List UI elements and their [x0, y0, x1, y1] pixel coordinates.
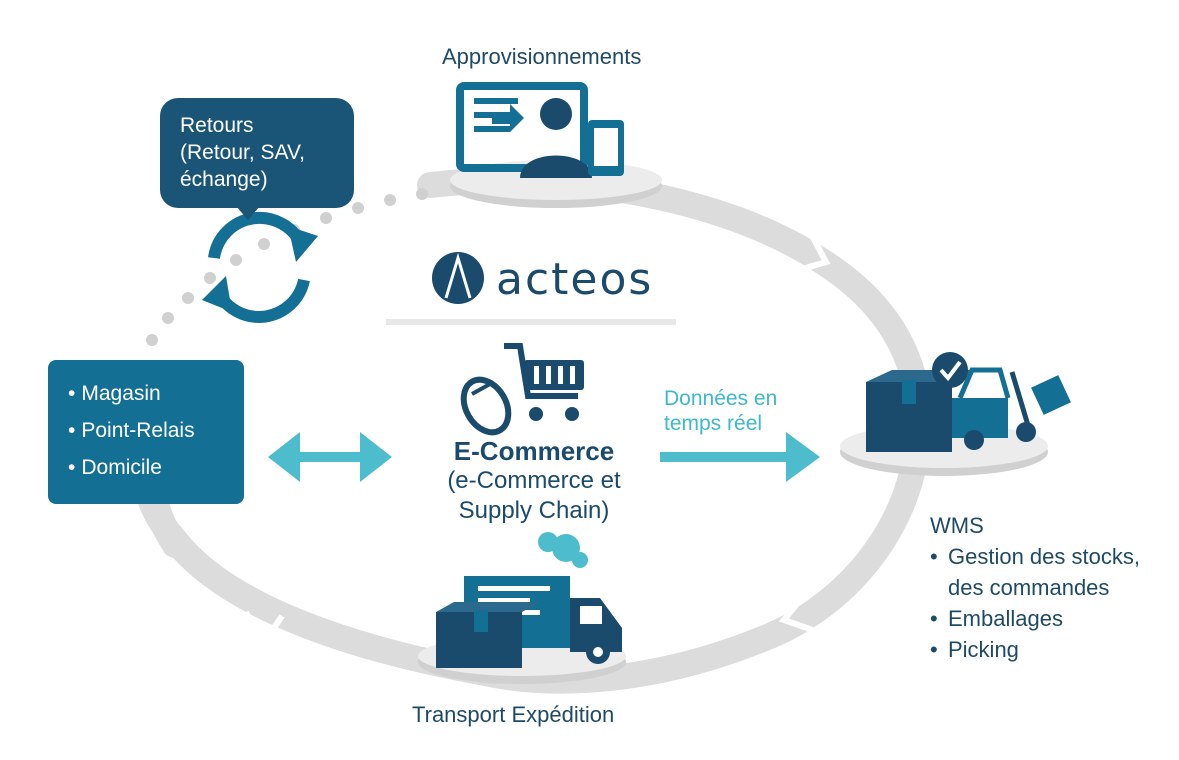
flow-ring — [131, 167, 932, 694]
warehouse-forklift-icon — [866, 352, 1071, 452]
ecommerce-subtitle-2: Supply Chain) — [458, 497, 610, 524]
wms-title: WMS — [930, 513, 984, 538]
wms-item-emballages: Emballages — [930, 603, 1140, 634]
location-item-domicile: Domicile — [68, 456, 244, 493]
recycle-arrow-1 — [288, 226, 318, 262]
wms-block: WMS Gestion des stocks, des commandes Em… — [930, 510, 1140, 665]
returns-dotted-path — [146, 188, 428, 346]
mouse-icon — [460, 376, 512, 436]
ecommerce-block: E-Commerce (e-Commerce et Supply Chain) — [404, 436, 664, 526]
realtime-arrow — [660, 432, 820, 482]
approvisionnements-label: Approvisionnements — [442, 44, 642, 69]
realtime-line-1: Données en — [664, 387, 778, 410]
retours-title: Retours — [180, 114, 254, 137]
retours-detail-2: échange) — [180, 168, 268, 191]
ring-chevron-right-top — [791, 226, 831, 275]
shopping-cart-icon — [504, 343, 584, 421]
acteos-logo-icon — [432, 252, 484, 304]
delivery-truck-icon — [436, 532, 622, 668]
monitor-user-icon — [456, 82, 624, 178]
brand-name: acteos — [496, 254, 654, 305]
ring-chevron-right-bottom — [779, 588, 819, 635]
transport-label: Transport Expédition — [412, 702, 615, 727]
wms-item-picking: Picking — [930, 634, 1140, 665]
retours-bubble: Retours (Retour, SAV, échange) — [160, 98, 354, 208]
location-item-point-relais: Point-Relais — [68, 419, 244, 456]
wms-item-stocks: Gestion des stocks, — [930, 541, 1140, 572]
locations-box: Magasin Point-Relais Domicile — [48, 360, 244, 504]
ecommerce-subtitle-1: (e-Commerce et — [447, 467, 621, 494]
realtime-label: Données en temps réel — [664, 386, 777, 436]
bidirectional-arrow — [268, 432, 392, 482]
bubble-tail — [236, 206, 260, 220]
wms-item-stocks-cont: des commandes — [948, 575, 1110, 600]
ring-chevron-left-bottom — [243, 610, 285, 653]
retours-detail-1: (Retour, SAV, — [180, 141, 305, 164]
recycle-arrow-2 — [202, 276, 232, 312]
location-item-magasin: Magasin — [68, 382, 244, 419]
ecommerce-title: E-Commerce — [453, 436, 615, 466]
realtime-line-2: temps réel — [664, 412, 763, 435]
